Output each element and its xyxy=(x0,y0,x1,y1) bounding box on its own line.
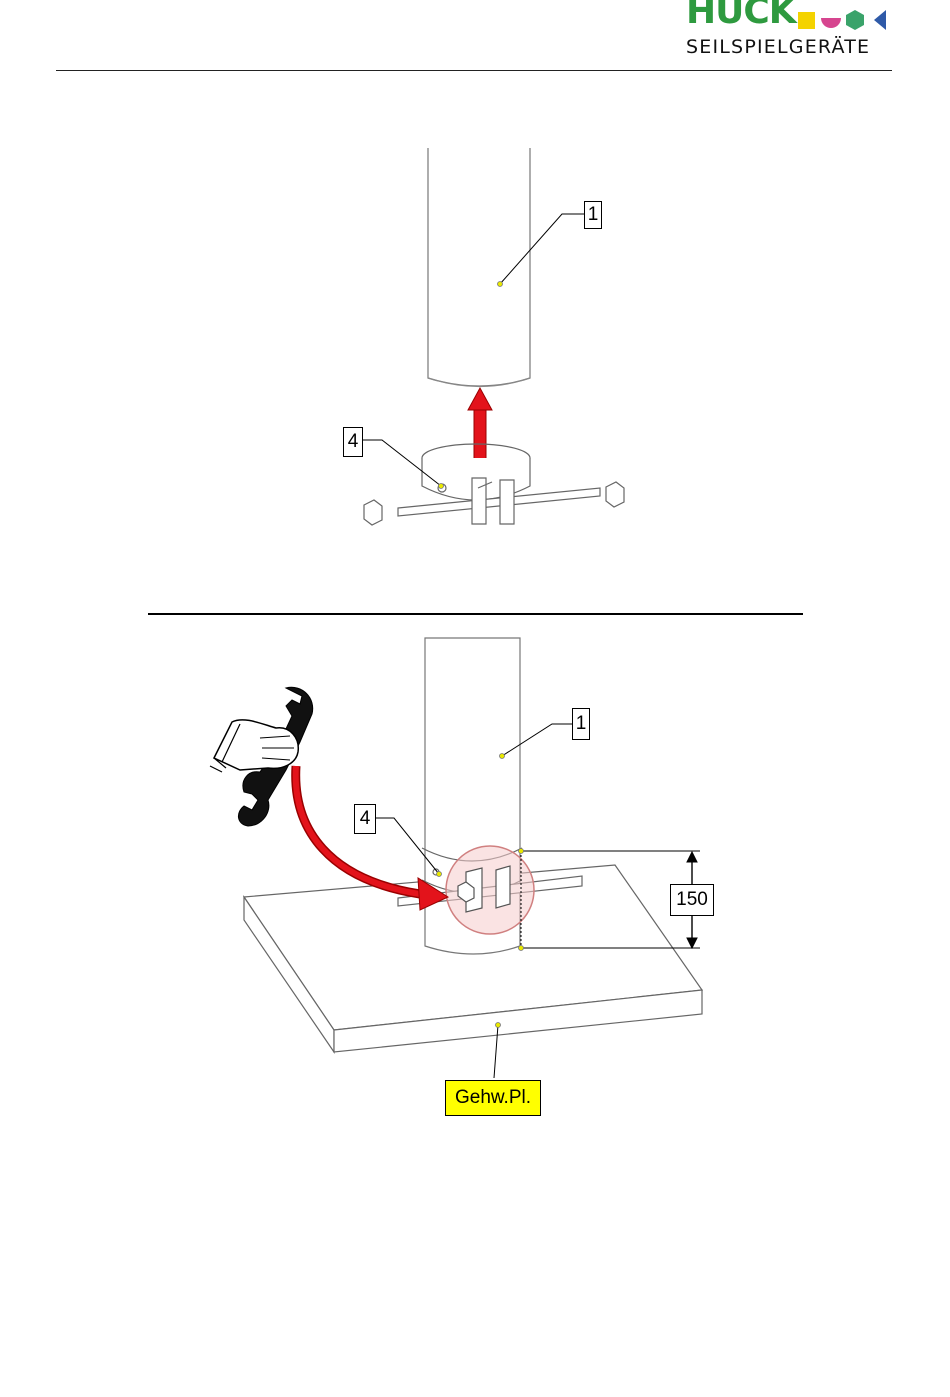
callout-base-plate: Gehw.Pl. xyxy=(445,1080,541,1116)
callout-clamp-bottom: 4 xyxy=(354,804,376,834)
callout-post-bottom: 1 xyxy=(572,708,590,740)
dimension-label: 150 xyxy=(670,884,714,916)
